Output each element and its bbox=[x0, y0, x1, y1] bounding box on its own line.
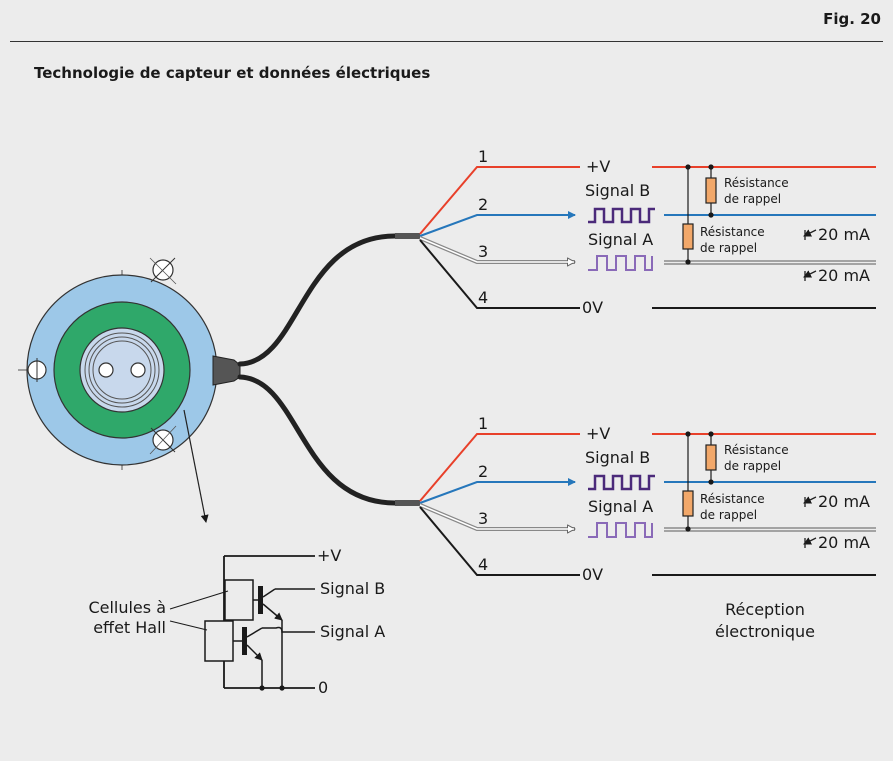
current-label-b: 20 mA bbox=[818, 225, 870, 244]
hall-cells-label-2: effet Hall bbox=[93, 618, 166, 637]
signal-a-waveform bbox=[588, 255, 653, 271]
wire-number-2: 2 bbox=[478, 195, 488, 214]
cable-gland bbox=[212, 355, 241, 386]
sensor bbox=[18, 257, 241, 523]
transistor-a-base bbox=[242, 627, 247, 655]
hall-signal-b-label: Signal B bbox=[320, 579, 385, 598]
figure-label: Fig. 20 bbox=[823, 10, 881, 28]
pullup-b-label-1: Résistance bbox=[724, 176, 789, 190]
wire-2-signal-b bbox=[419, 478, 576, 504]
signal-b-label: Signal B bbox=[585, 181, 650, 200]
signal-a-waveform bbox=[588, 522, 653, 538]
pullup-resistor-a bbox=[682, 490, 694, 517]
hall-cells-label-1: Cellules à bbox=[88, 598, 166, 617]
pullup-a-label-1: Résistance bbox=[700, 492, 765, 506]
wire-number-3: 3 bbox=[478, 242, 488, 261]
reception-label-1: Réception bbox=[725, 600, 805, 619]
wire-3-signal-a bbox=[419, 503, 575, 529]
signal-a-label: Signal A bbox=[588, 497, 653, 516]
wire-1-supply bbox=[419, 166, 580, 235]
pullup-resistor-a bbox=[682, 223, 694, 250]
mounting-hole-top bbox=[149, 257, 177, 285]
detail-pointer-arrow bbox=[183, 409, 209, 523]
pullup-resistor-b bbox=[705, 177, 717, 204]
sensor-hub bbox=[79, 327, 165, 413]
wire-number-3: 3 bbox=[478, 509, 488, 528]
transistor-b-base bbox=[258, 586, 263, 614]
mounting-hole-bottom bbox=[149, 425, 177, 455]
pullup-b-label-2: de rappel bbox=[724, 192, 781, 206]
wire-1-supply bbox=[419, 433, 580, 502]
signal-a-label: Signal A bbox=[588, 230, 653, 249]
current-label-b: 20 mA bbox=[818, 492, 870, 511]
wire-number-4: 4 bbox=[478, 288, 488, 307]
figure-title: Technologie de capteur et données électr… bbox=[34, 64, 431, 82]
current-label-a: 20 mA bbox=[818, 266, 870, 285]
wire-4-ground bbox=[419, 239, 580, 309]
wire-3-signal-a bbox=[419, 236, 575, 262]
pullup-b-label-2: de rappel bbox=[724, 459, 781, 473]
cable-bottom bbox=[237, 374, 398, 506]
ground-label: 0V bbox=[582, 298, 603, 317]
wire-4-ground bbox=[419, 506, 580, 576]
pullup-a-label-2: de rappel bbox=[700, 508, 757, 522]
ground-label: 0V bbox=[582, 565, 603, 584]
pullup-b-label-1: Résistance bbox=[724, 443, 789, 457]
supply-label: +V bbox=[586, 424, 610, 443]
cable-top bbox=[237, 233, 398, 367]
wiring-group-bottom: 1 2 3 4 +V 0V Signal B Signal A Résistan… bbox=[419, 414, 876, 584]
reception-label-2: électronique bbox=[715, 622, 815, 641]
supply-label: +V bbox=[586, 157, 610, 176]
sensor-pin-left bbox=[98, 362, 114, 378]
hall-cell-b bbox=[224, 579, 254, 621]
hall-cell-a bbox=[204, 620, 234, 662]
sensor-pin-right bbox=[130, 362, 146, 378]
hall-signal-a-line bbox=[262, 626, 315, 633]
wire-number-4: 4 bbox=[478, 555, 488, 574]
wire-2-signal-b bbox=[419, 211, 576, 237]
current-label-a: 20 mA bbox=[818, 533, 870, 552]
pullup-resistor-b bbox=[705, 444, 717, 471]
wire-number-2: 2 bbox=[478, 462, 488, 481]
wire-number-1: 1 bbox=[478, 414, 488, 433]
pullup-a-label-1: Résistance bbox=[700, 225, 765, 239]
hall-signal-a-label: Signal A bbox=[320, 622, 385, 641]
hall-supply-label: +V bbox=[317, 546, 341, 565]
mounting-hole-left bbox=[27, 358, 47, 382]
pullup-a-label-2: de rappel bbox=[700, 241, 757, 255]
wiring-group-top: 1 2 3 4 +V 0V Signal B Signal A Rés bbox=[419, 147, 876, 317]
signal-b-waveform bbox=[588, 207, 655, 224]
signal-b-label: Signal B bbox=[585, 448, 650, 467]
wire-number-1: 1 bbox=[478, 147, 488, 166]
hall-ground-label: 0 bbox=[318, 678, 328, 697]
signal-b-waveform bbox=[588, 474, 655, 491]
header-rule bbox=[10, 41, 883, 42]
hall-schematic: +V Signal B Signal A 0 Cellules à effet … bbox=[88, 546, 385, 697]
